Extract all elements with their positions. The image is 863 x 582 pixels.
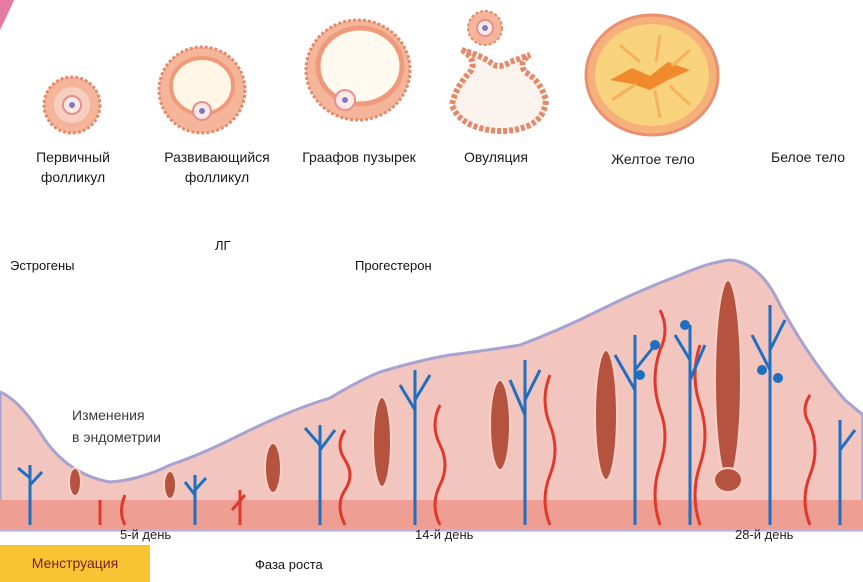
stage-label-yellow-body: Желтое тело [600,149,706,169]
graafian-follicle-image [306,20,410,120]
endometrium-caption: Изменения в эндометрии [72,404,161,448]
developing-follicle-image [159,47,245,133]
ovulation-image [452,11,546,131]
phase-menstruation: Менструация [0,545,150,582]
follicle-stages-illustration [0,0,863,140]
day-label-28: 28-й день [735,527,793,542]
day-label-14: 14-й день [415,527,473,542]
yellow-body-image [586,15,718,135]
stage-label-white-body: Белое тело [760,147,856,167]
day-label-5: 5-й день [120,527,171,542]
stage-label-graafian: Граафов пузырек [293,147,425,167]
phase-growth: Фаза роста [255,557,323,572]
endometrium-illustration [0,250,863,550]
basal-layer [0,500,863,530]
primary-follicle-image [44,77,100,133]
stage-label-ovulation: Овуляция [450,147,542,167]
